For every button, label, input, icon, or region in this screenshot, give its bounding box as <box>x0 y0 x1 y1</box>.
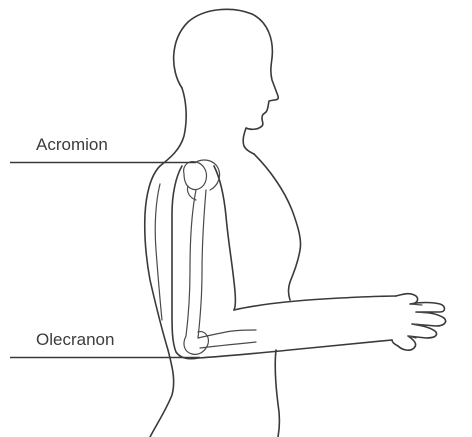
acromion-label: Acromion <box>36 136 108 153</box>
humerus-bone <box>186 190 206 338</box>
head-back-outline <box>174 9 279 154</box>
finger-creases <box>408 304 428 338</box>
upper-arm-front <box>214 166 236 310</box>
forearm-lower <box>198 340 392 358</box>
olecranon-label: Olecranon <box>36 331 114 348</box>
torso-front-outline <box>275 350 279 437</box>
upper-arm-outline <box>172 166 198 359</box>
neck-back-outline <box>145 88 186 437</box>
torso-inner-line <box>155 184 162 320</box>
elbow-bones <box>184 330 256 354</box>
forearm-outline <box>234 296 396 310</box>
hand-outline <box>392 294 446 350</box>
chest-outline <box>254 154 301 300</box>
